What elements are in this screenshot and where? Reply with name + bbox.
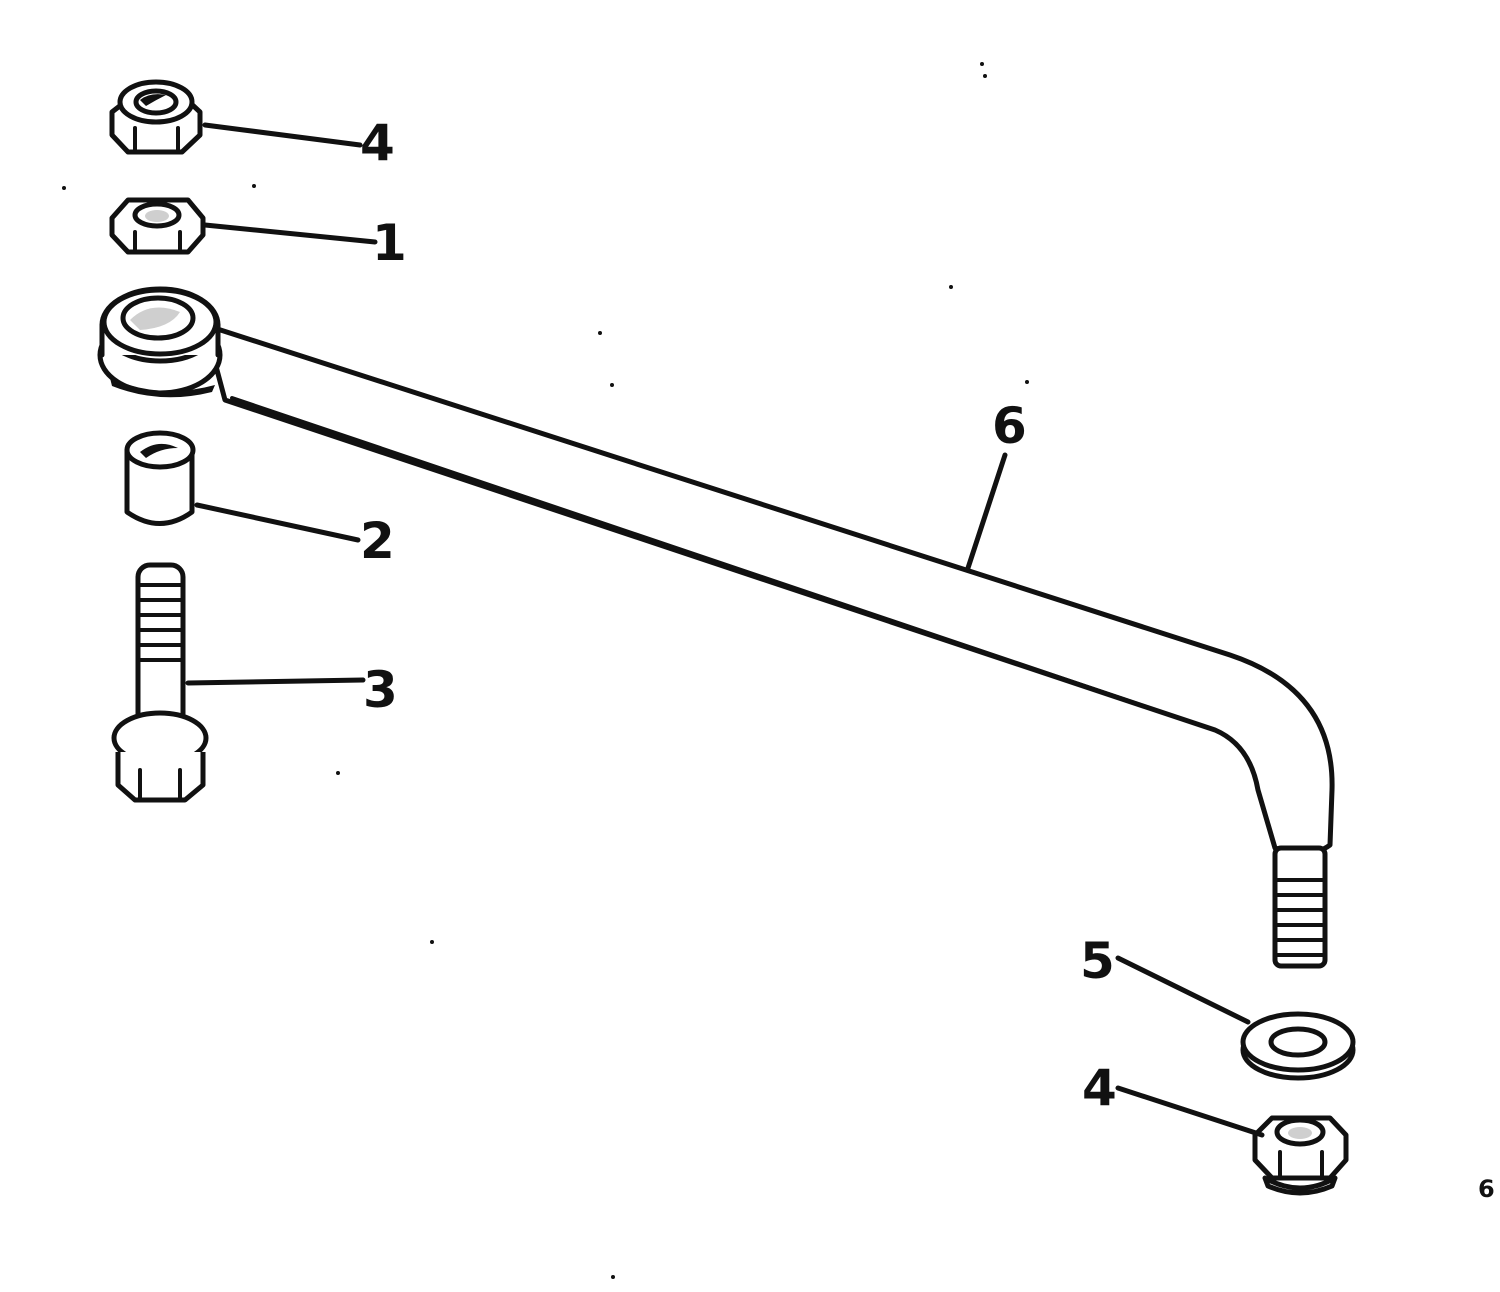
callout-hex-nut: 1 [372, 214, 407, 272]
link-rod-edge-highlight [230, 396, 1217, 732]
leader-link-rod [965, 452, 1008, 571]
leader-spacer [194, 502, 361, 543]
callout-link-rod: 6 [992, 397, 1027, 455]
hex-nut [109, 197, 206, 255]
leader-hex-nut [202, 222, 378, 245]
flat-washer [1240, 1011, 1356, 1081]
callout-lock-nut-top: 4 [360, 114, 395, 172]
leader-nut-bottom [1115, 1085, 1265, 1138]
scan-specks [62, 62, 1029, 1279]
lock-nut-bottom [1252, 1115, 1349, 1196]
leader-bolt [185, 677, 366, 686]
flange-bolt [111, 562, 209, 803]
leader-washer [1115, 955, 1251, 1025]
link-rod-bend-line [1213, 728, 1260, 792]
callout-washer: 5 [1080, 932, 1115, 990]
callout-spacer: 2 [360, 512, 395, 570]
leader-lines [185, 122, 1265, 1138]
link-rod-eye [97, 286, 223, 398]
callout-bolt: 3 [363, 661, 398, 719]
lock-nut-top [109, 79, 203, 155]
callout-lock-nut-bottom: 4 [1082, 1059, 1117, 1117]
leader-nut-top [202, 122, 363, 148]
link-rod-body [202, 322, 1335, 856]
page-mark: 6 [1478, 1175, 1495, 1203]
spacer-sleeve [124, 430, 196, 526]
link-rod-threaded-stud [1272, 845, 1328, 969]
link-rod [97, 286, 1335, 969]
